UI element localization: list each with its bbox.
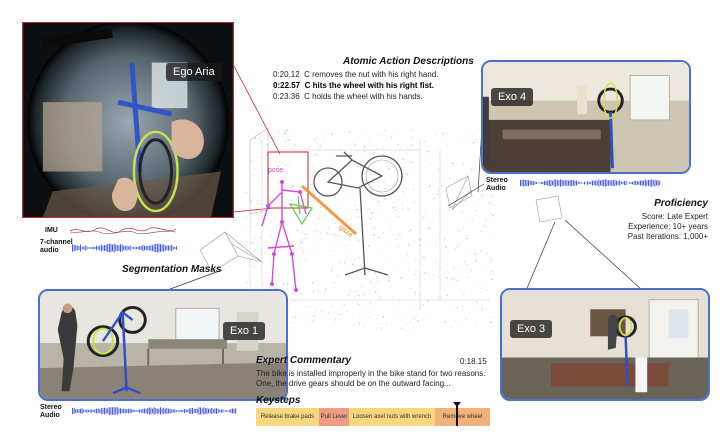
commentary-timestamp: 0:18.15 xyxy=(460,357,487,366)
pose-label: pose xyxy=(268,167,284,174)
proficiency-score: Score: Late Expert xyxy=(641,212,708,221)
proficiency-iterations: Past Iterations: 1,000+ xyxy=(627,232,708,241)
exo3-view: Exo 3 xyxy=(500,288,710,401)
exo3-label: Exo 3 xyxy=(510,320,553,338)
exo1-label: Exo 1 xyxy=(223,322,266,340)
keysteps-bar: Release brake pads Pull Lever Loosen axe… xyxy=(256,402,490,426)
commentary-text: The bike is installed improperly in the … xyxy=(256,369,486,388)
stereo-audio-label-exo4: Stereo Audio xyxy=(486,177,508,192)
commentary-heading: Expert Commentary xyxy=(256,355,352,366)
proficiency-details: Score: Late Expert Experience: 10+ years… xyxy=(628,212,708,242)
keystep-segment[interactable]: Release brake pads xyxy=(256,408,319,426)
keystep-segment[interactable]: Pull Lever xyxy=(319,408,349,426)
point-cloud-scene xyxy=(244,129,496,331)
exo1-view: Exo 1 xyxy=(38,289,288,401)
proficiency-heading: Proficiency xyxy=(654,198,708,209)
keystep-segment[interactable]: Remove wheel xyxy=(435,408,490,426)
action-item: 0:20.12 C removes the nut with his right… xyxy=(273,70,439,79)
action-item: 0:23.36 C holds the wheel with his hands… xyxy=(273,92,423,101)
exo4-view: Exo 4 xyxy=(481,60,691,174)
playhead-marker[interactable] xyxy=(453,402,461,426)
stereo-audio-label-exo1: Stereo Audio xyxy=(40,404,62,419)
keystep-segment[interactable]: Loosen axel nuts with wrench xyxy=(349,408,435,426)
ego-aria-label: Ego Aria xyxy=(166,63,222,81)
ego-aria-view: Ego Aria xyxy=(22,22,234,218)
action-item-highlighted: 0:22.57 C hits the wheel with his right … xyxy=(273,81,434,90)
keysteps-heading: Keysteps xyxy=(256,395,301,406)
seven-channel-audio-label: 7-channel audio xyxy=(40,239,73,254)
proficiency-experience: Experience: 10+ years xyxy=(628,222,708,231)
segmentation-heading: Segmentation Masks xyxy=(122,264,222,275)
imu-label: IMU xyxy=(45,227,58,234)
action-list: 0:20.12 C removes the nut with his right… xyxy=(273,69,438,102)
actions-heading: Atomic Action Descriptions xyxy=(343,56,474,67)
exo4-label: Exo 4 xyxy=(491,88,534,106)
